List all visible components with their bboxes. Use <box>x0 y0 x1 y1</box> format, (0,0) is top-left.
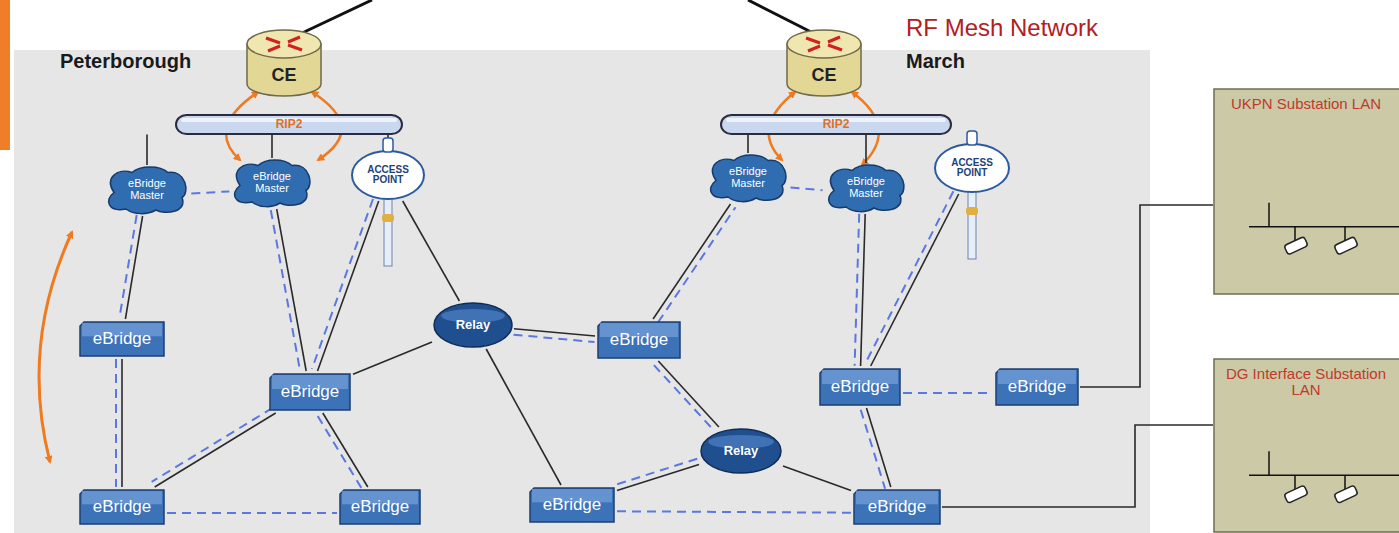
router-node: CE <box>245 28 323 96</box>
wired-link <box>942 425 1213 507</box>
uplink-wire <box>748 0 815 34</box>
ebridge-node: eBridge <box>852 488 942 526</box>
accent-bar <box>0 0 10 150</box>
failover-arrow <box>39 232 72 462</box>
node-label: Relay <box>456 318 491 332</box>
radio-link <box>167 512 337 514</box>
radio-link <box>152 408 273 482</box>
ebridge-node: eBridge <box>818 367 902 407</box>
wired-link <box>318 201 379 371</box>
radio-link <box>903 392 993 394</box>
radio-link <box>658 207 735 322</box>
radio-link <box>271 210 301 372</box>
node-label: eBridge <box>1008 378 1067 396</box>
relay-node: Relay <box>433 302 513 348</box>
radio-link <box>861 410 885 489</box>
wired-link <box>155 413 276 487</box>
node-label: eBridge <box>868 498 927 516</box>
node-label: eBridge <box>93 498 152 516</box>
network-title: RF Mesh Network <box>906 14 1098 42</box>
node-label: CE <box>811 66 836 85</box>
access-point: ACCESS POINT <box>934 143 1010 193</box>
router-node: CE <box>785 28 863 96</box>
router-node-outline <box>245 28 323 96</box>
ebridge-node: eBridge <box>78 320 166 358</box>
node-label: eBridge <box>831 378 890 396</box>
ebridge-node: eBridge <box>268 372 352 412</box>
node-label: RIP2 <box>823 118 850 131</box>
radio-link <box>312 199 373 369</box>
radio-link <box>514 335 595 342</box>
router-node-outline <box>785 28 863 96</box>
node-label: eBridge Master <box>717 166 779 189</box>
ebridge-master: eBridge Master <box>104 165 190 215</box>
ebridge-node: eBridge <box>596 320 682 360</box>
radio-link <box>318 416 363 490</box>
node-label: eBridge <box>543 496 602 514</box>
ebridge-master: eBridge Master <box>230 158 314 208</box>
radio-link <box>615 459 697 485</box>
ebridge-node: eBridge <box>528 486 616 524</box>
node-label: Relay <box>724 444 759 458</box>
wired-link <box>514 329 595 336</box>
wired-link <box>1080 205 1213 387</box>
node-label: ACCESS POINT <box>945 158 999 179</box>
wired-link <box>653 204 730 319</box>
place-name: March <box>906 50 965 73</box>
rip2-bus: RIP2 <box>720 114 952 135</box>
ebridge-master: eBridge Master <box>824 163 908 213</box>
ebridge-node: eBridge <box>338 488 422 526</box>
uplink-wire <box>300 0 372 34</box>
substation-lan: DG Interface Substation LAN <box>1213 358 1399 533</box>
radio-link <box>191 191 229 193</box>
mesh-area <box>14 50 1150 533</box>
node-label: eBridge <box>93 330 152 348</box>
wired-link <box>865 135 867 164</box>
wired-link <box>617 464 699 490</box>
node-label: DG Interface Substation LAN <box>1223 366 1389 398</box>
wired-link <box>658 361 719 427</box>
radio-link <box>855 214 860 366</box>
node-label: eBridge <box>281 383 340 401</box>
substation-lan: UKPN Substation LAN <box>1213 88 1399 295</box>
wired-link <box>867 408 891 487</box>
node-label: UKPN Substation LAN <box>1231 96 1381 112</box>
node-label: eBridge Master <box>241 171 303 194</box>
wired-link <box>403 201 460 301</box>
radio-link <box>119 215 136 318</box>
wired-link <box>353 342 432 374</box>
node-label: ACCESS POINT <box>362 165 414 186</box>
wired-link <box>486 349 561 485</box>
wired-link <box>861 214 866 366</box>
place-name: Peterborough <box>60 50 191 73</box>
radio-link <box>115 359 117 487</box>
node-label: eBridge <box>610 331 669 349</box>
radio-link <box>865 191 953 363</box>
node-label: RIP2 <box>276 118 303 131</box>
access-point: ACCESS POINT <box>351 150 425 200</box>
node-label: CE <box>271 66 296 85</box>
node-label: eBridge <box>351 498 410 516</box>
radio-link <box>791 188 823 191</box>
wired-link <box>271 135 273 159</box>
wired-link <box>323 413 368 487</box>
relay-node: Relay <box>700 428 782 474</box>
wired-link <box>783 466 851 490</box>
wired-link <box>146 135 148 166</box>
ebridge-node: eBridge <box>994 367 1080 407</box>
ebridge-master: eBridge Master <box>706 153 790 203</box>
node-label: eBridge Master <box>115 178 179 201</box>
ebridge-node: eBridge <box>78 488 166 526</box>
wired-link <box>747 135 749 154</box>
radio-link <box>654 365 715 431</box>
wired-link <box>121 359 123 487</box>
node-label: eBridge Master <box>835 176 897 199</box>
radio-link <box>617 511 851 512</box>
wired-link <box>871 194 959 366</box>
wired-link <box>277 209 307 371</box>
substation-lan-outline <box>1213 88 1399 295</box>
rip2-bus: RIP2 <box>175 114 403 135</box>
